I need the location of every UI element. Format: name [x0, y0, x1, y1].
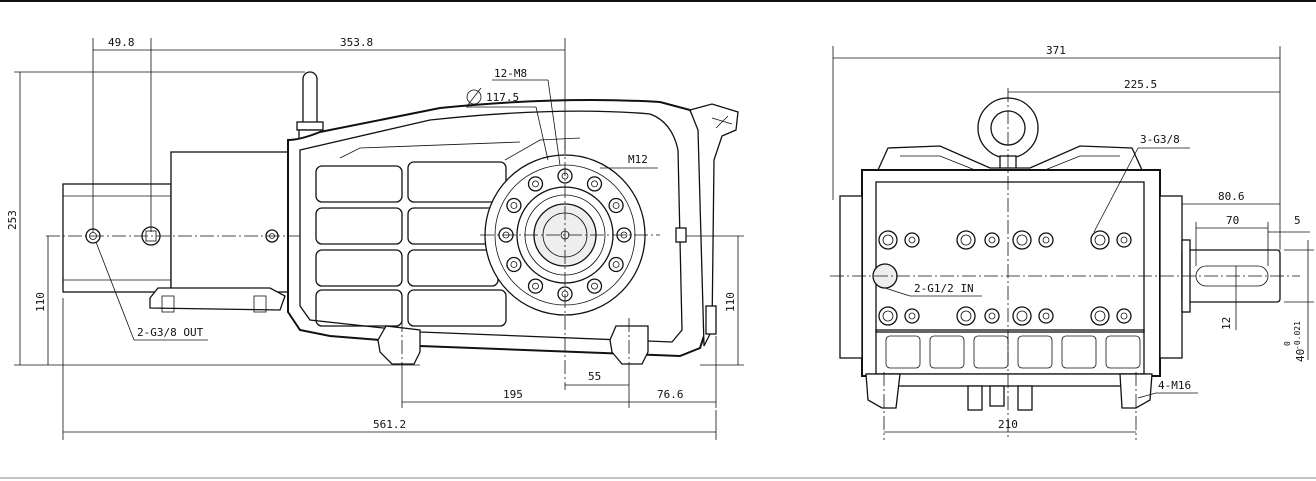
left-foot [865, 373, 901, 409]
dim-m12: M12 [628, 153, 648, 166]
diameter-symbol-icon [466, 89, 482, 105]
dim-210: 210 [998, 418, 1018, 431]
flange-bolt-icon [586, 278, 603, 294]
dim-110-right: 110 [724, 292, 737, 312]
flange-bolt-icon [608, 197, 624, 214]
dim-tol-upper: 0 [1283, 341, 1292, 346]
head-bolt-icon [984, 308, 1000, 324]
flange-bolt-icon [527, 278, 544, 294]
head-bolt-icon [878, 230, 898, 250]
head-bolt-icon [878, 306, 898, 326]
manifold-upper-block [170, 151, 289, 293]
dim-225-5: 225.5 [1124, 78, 1157, 91]
dim-195: 195 [503, 388, 523, 401]
front-view: 371 225.5 3-G3/8 80.6 70 5 2-G1/2 IN 12 … [830, 44, 1314, 440]
dim-371: 371 [1046, 44, 1066, 57]
flange-bolt-icon [608, 256, 624, 273]
dim-tol-lower: -0.021 [1293, 321, 1302, 350]
head-bolt-icon [1012, 306, 1032, 326]
head-bolt-icon [1090, 230, 1110, 250]
dim-76-6: 76.6 [657, 388, 684, 401]
head-bolt-icon [1116, 232, 1132, 248]
drain-plug [705, 305, 717, 335]
head-bolt-icon [956, 230, 976, 250]
dim-117-5: 117.5 [486, 91, 519, 104]
label-4-m16: 4-M16 [1158, 379, 1191, 392]
dim-353-8: 353.8 [340, 36, 373, 49]
head-bolt-icon [1090, 306, 1110, 326]
crankcase-ribs [315, 137, 581, 327]
flange-bolt-icon [506, 197, 522, 214]
label-3-g3-8: 3-G3/8 [1140, 133, 1180, 146]
head-bolt-icon [1038, 232, 1054, 248]
flange-bolt-icon [527, 176, 544, 192]
dim-5: 5 [1294, 214, 1301, 227]
dim-55: 55 [588, 370, 601, 383]
flange-bolt-icon [506, 256, 522, 273]
pump-head [861, 169, 1161, 377]
head-bolt-icon [904, 232, 920, 248]
bottom-pipe [149, 287, 286, 311]
dim-70: 70 [1226, 214, 1239, 227]
side-view: 49.8 353.8 12-M8 117.5 M12 253 110 110 [6, 36, 744, 440]
head-bolts [878, 230, 1132, 326]
dim-12: 12 [1220, 317, 1233, 330]
head-bolt-icon [1116, 308, 1132, 324]
dim-49-8: 49.8 [108, 36, 135, 49]
head-bolt-icon [904, 308, 920, 324]
flange-bolt-icon [586, 176, 603, 192]
dim-80-6: 80.6 [1218, 190, 1245, 203]
lifting-handle [302, 71, 318, 129]
top-cover [876, 145, 1144, 171]
crankshaft-cover [689, 103, 739, 347]
base-plate [867, 373, 1151, 387]
dim-12-m8: 12-M8 [494, 67, 527, 80]
dim-253: 253 [6, 210, 19, 230]
head-bolt-icon [956, 306, 976, 326]
label-outlet: 2-G3/8 OUT [137, 326, 204, 339]
head-bolt-icon [1038, 308, 1054, 324]
head-bolt-icon [1012, 230, 1032, 250]
front-mounting-foot [377, 325, 421, 365]
dim-shaft-diameter: 40 [1294, 349, 1307, 362]
head-bolt-icon [984, 232, 1000, 248]
label-inlet: 2-G1/2 IN [914, 282, 974, 295]
dim-110-left: 110 [34, 292, 47, 312]
dim-561-2: 561.2 [373, 418, 406, 431]
